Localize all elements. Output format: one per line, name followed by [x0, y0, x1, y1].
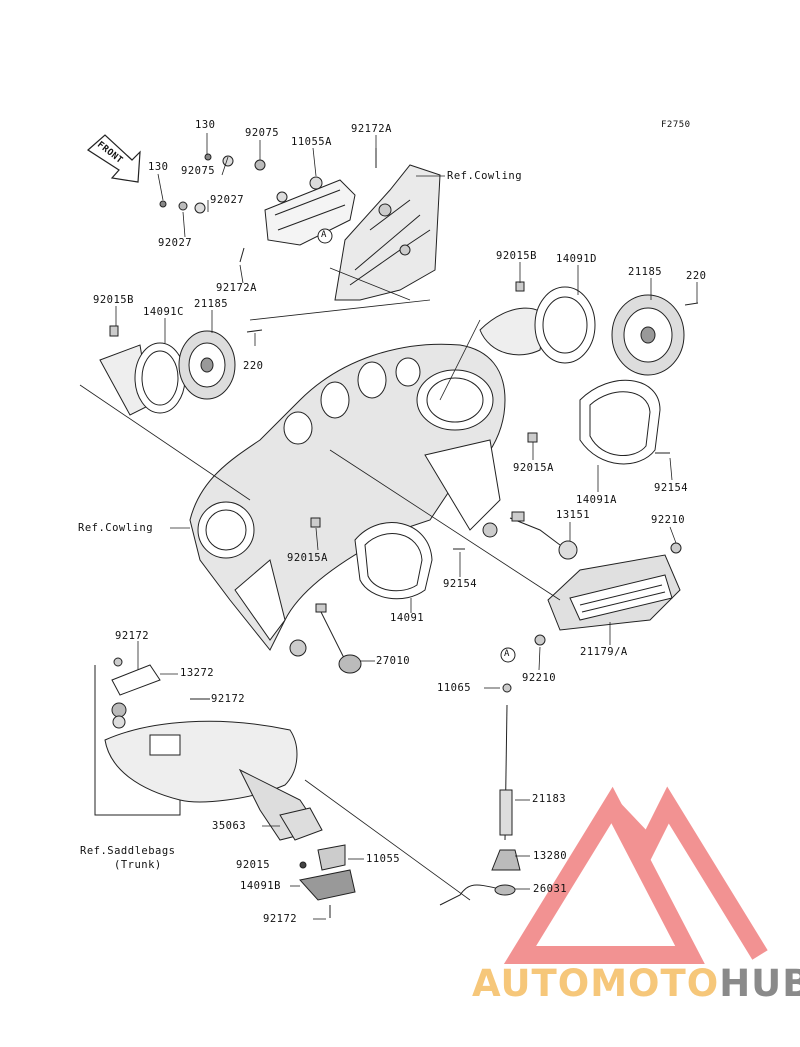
right-speaker-group [479, 281, 699, 376]
figure-code: F2750 [661, 120, 691, 130]
label-92075-top: 92075 [245, 127, 280, 139]
label-92015A-right: 92015A [513, 462, 554, 474]
label-11065: 11065 [437, 682, 472, 694]
leader-lines [79, 133, 698, 920]
front-arrow-icon [87, 134, 141, 183]
antenna [439, 683, 521, 906]
label-ref-saddlebags: Ref.Saddlebags [80, 845, 176, 857]
label-21179A: 21179/A [580, 646, 628, 658]
label-13151: 13151 [556, 509, 591, 521]
label-14091C: 14091C [143, 306, 184, 318]
label-21185-right: 21185 [628, 266, 663, 278]
marker-a-top: A [321, 230, 327, 240]
label-11055A: 11055A [291, 136, 332, 148]
audio-unit [534, 542, 682, 646]
left-speaker-group [99, 325, 263, 416]
label-trunk: (Trunk) [114, 859, 162, 871]
label-92154-left: 92154 [443, 578, 478, 590]
socket-13151 [509, 511, 578, 560]
part-27010 [315, 603, 362, 674]
trunk-bracket [94, 657, 321, 841]
marker-a-bottom: A [504, 649, 510, 659]
label-14091A: 14091A [576, 494, 617, 506]
label-ref-cowling-top: Ref.Cowling [447, 170, 523, 182]
cowling-upper-panel [334, 164, 441, 301]
label-14091D: 14091D [556, 253, 597, 265]
label-220-left: 220 [243, 360, 264, 372]
label-92172-b: 92172 [211, 693, 246, 705]
label-13272: 13272 [180, 667, 215, 679]
speaker-grille-left [310, 517, 465, 600]
label-26031: 26031 [533, 883, 568, 895]
label-92172-c: 92172 [263, 913, 298, 925]
label-92172A-bottom: 92172A [216, 282, 257, 294]
upper-bracket [159, 148, 377, 263]
label-92015: 92015 [236, 859, 271, 871]
label-92210-top: 92210 [651, 514, 686, 526]
label-92015B-right: 92015B [496, 250, 537, 262]
label-ref-cowling-left: Ref.Cowling [78, 522, 154, 534]
label-92210-bottom: 92210 [522, 672, 557, 684]
watermark-part2: HUB [719, 962, 800, 1005]
label-130-top: 130 [195, 119, 216, 131]
label-27010: 27010 [376, 655, 411, 667]
label-92172A-top: 92172A [351, 123, 392, 135]
label-11055: 11055 [366, 853, 401, 865]
watermark-text: AUTOMOTOHUB [472, 962, 800, 1005]
watermark-part1: AUTOMOTO [472, 962, 720, 1005]
label-220-right: 220 [686, 270, 707, 282]
main-cowling [189, 343, 506, 657]
label-92027-a: 92027 [210, 194, 245, 206]
label-92027-b: 92027 [158, 237, 193, 249]
lower-parts [279, 807, 356, 918]
label-14091B: 14091B [240, 880, 281, 892]
watermark-logo [503, 786, 768, 964]
label-35063: 35063 [212, 820, 247, 832]
label-14091: 14091 [390, 612, 425, 624]
label-130-left: 130 [148, 161, 169, 173]
label-21185-left: 21185 [194, 298, 229, 310]
label-21183: 21183 [532, 793, 567, 805]
label-92154-right: 92154 [654, 482, 689, 494]
label-92015B-left: 92015B [93, 294, 134, 306]
label-92172-a: 92172 [115, 630, 150, 642]
label-13280: 13280 [533, 850, 568, 862]
speaker-grille-right [527, 379, 670, 465]
label-92015A-left: 92015A [287, 552, 328, 564]
label-92075-mid: 92075 [181, 165, 216, 177]
